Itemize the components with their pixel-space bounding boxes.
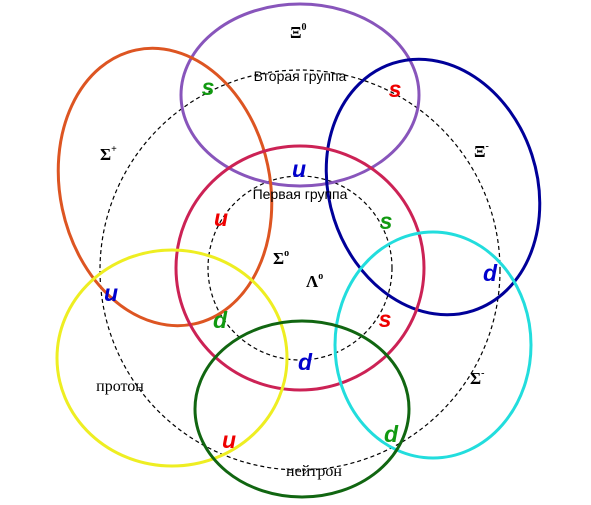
sigma-minus-symbol: Σ-	[470, 368, 484, 388]
quark-center-d: d	[298, 349, 313, 375]
lambda0-symbol: Λo	[306, 271, 323, 291]
proton-label: протон	[96, 378, 144, 395]
sigma0-symbol: Σo	[273, 248, 289, 268]
sigma-plus-ellipse	[56, 46, 274, 328]
xi0-symbol: Ξ0	[290, 22, 307, 42]
quark-xi0-s: s	[202, 74, 215, 100]
quark-center-d-left: d	[213, 307, 228, 333]
quark-center-u: u	[292, 156, 306, 182]
center-ellipse	[174, 144, 426, 392]
neutron-ellipse	[193, 319, 411, 499]
sigma-plus-symbol: Σ+	[100, 144, 117, 164]
quark-center-s: s	[380, 208, 393, 234]
quark-xi-minus-d: d	[483, 260, 498, 286]
xi0-ellipse	[179, 2, 421, 188]
second-group-circle	[99, 69, 501, 471]
xi-minus-symbol: Ξ-	[474, 141, 489, 161]
first-group-label: Первая группа	[253, 186, 348, 202]
neutron-label: нейтрон	[286, 463, 342, 480]
second-group-label: Вторая группа	[254, 68, 347, 84]
quark-sigma-minus-d: d	[384, 421, 399, 447]
proton-ellipse	[55, 248, 289, 468]
xi-minus-ellipse	[324, 57, 542, 317]
first-group-circle	[207, 175, 393, 361]
quark-proton-u: u	[104, 280, 118, 306]
quark-center-u-left: u	[214, 205, 228, 231]
sigma-minus-ellipse	[333, 230, 533, 460]
quark-center-s-right: s	[379, 306, 392, 332]
quark-neutron-u: u	[222, 427, 236, 453]
quark-xi-minus-s: s	[389, 76, 402, 102]
